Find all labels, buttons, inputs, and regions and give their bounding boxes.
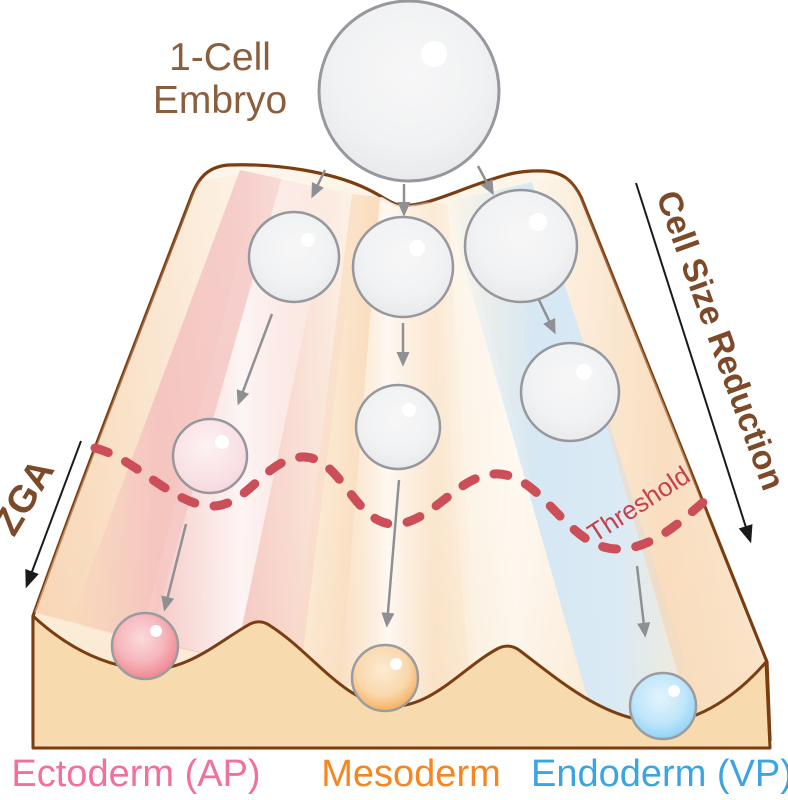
cell-row2-middle [351,215,455,319]
cell-1cell-embryo [317,0,501,183]
cell-size-reduction-arrow-icon [635,182,753,544]
fate-label-ectoderm: Ectoderm (AP) [11,753,260,795]
highlight-dot [390,658,402,670]
highlight-dot [301,233,315,247]
axis-arrows [25,182,753,589]
descent-arrows [161,165,651,638]
cell-row2-left [247,210,341,304]
stripe-peach-right [536,176,770,733]
highlight-dot [150,625,162,637]
fate-balls [110,611,698,741]
zga-label: ZGA [0,452,63,542]
ball-endoderm [628,671,698,741]
highlight-dot [215,435,229,449]
cell-row3-middle [354,383,442,471]
threshold-dashed-line [90,443,719,554]
arrow-endoderm-path-1-icon [537,299,556,335]
arrow-endoderm-path-2-icon [635,565,651,638]
arrow-embryo-left-icon [311,169,327,199]
gray-cells [171,0,621,495]
ball-ectoderm [110,611,180,681]
embryo-label-line2: Embryo [153,79,287,122]
highlight-dot [409,240,425,256]
stripe-blue-endoderm [446,182,708,732]
arrow-embryo-right-icon [476,165,494,196]
highlight-dot [668,685,680,697]
ball-mesoderm [350,643,420,713]
fate-label-mesoderm: Mesoderm [321,753,501,795]
highlight-embryo [421,41,447,67]
fate-label-endoderm: Endoderm (VP) [531,753,788,795]
highlight-dot [576,364,592,380]
embryo-label-line1: 1-Cell [169,36,271,79]
highlight-dot [402,403,416,417]
cell-row2-right [463,188,579,304]
zga-arrow-icon [25,440,82,589]
cell-ectoderm-transitioning [171,417,249,495]
arrow-ectoderm-path-2-icon [161,523,188,612]
arrow-ectoderm-path-1-icon [236,313,274,406]
arrow-mesoderm-path-2-icon [381,479,401,628]
highlight-dot [529,213,547,231]
cell-row3-right [519,341,621,443]
stripe-highlight-between [432,201,600,728]
